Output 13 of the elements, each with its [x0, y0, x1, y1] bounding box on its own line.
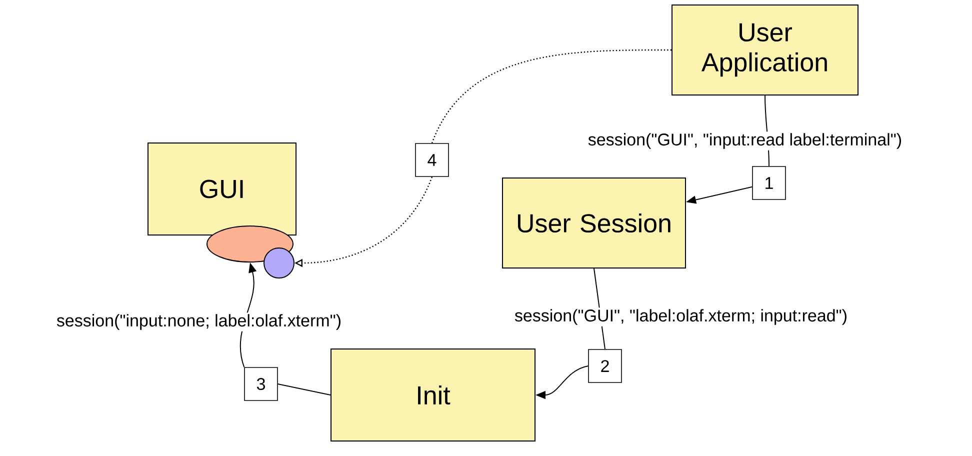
- process-box: User Session: [502, 178, 686, 268]
- edge-label: session("input:none; label:olaf.xterm"): [54, 312, 344, 332]
- step-number: 2: [588, 349, 622, 383]
- step-number: 3: [244, 367, 278, 401]
- process-box: Init: [330, 348, 536, 442]
- circle-port: [264, 248, 294, 278]
- ellipse-port: [206, 226, 294, 262]
- step-number: 4: [415, 143, 449, 177]
- edge-label: session("GUI", "label:olaf.xterm; input:read"): [512, 308, 850, 326]
- process-box: GUI: [148, 142, 296, 236]
- edge-label: session("GUI", "input:read label:terminal"): [586, 132, 904, 150]
- process-box: User Application: [672, 4, 858, 96]
- step-number: 1: [752, 166, 786, 200]
